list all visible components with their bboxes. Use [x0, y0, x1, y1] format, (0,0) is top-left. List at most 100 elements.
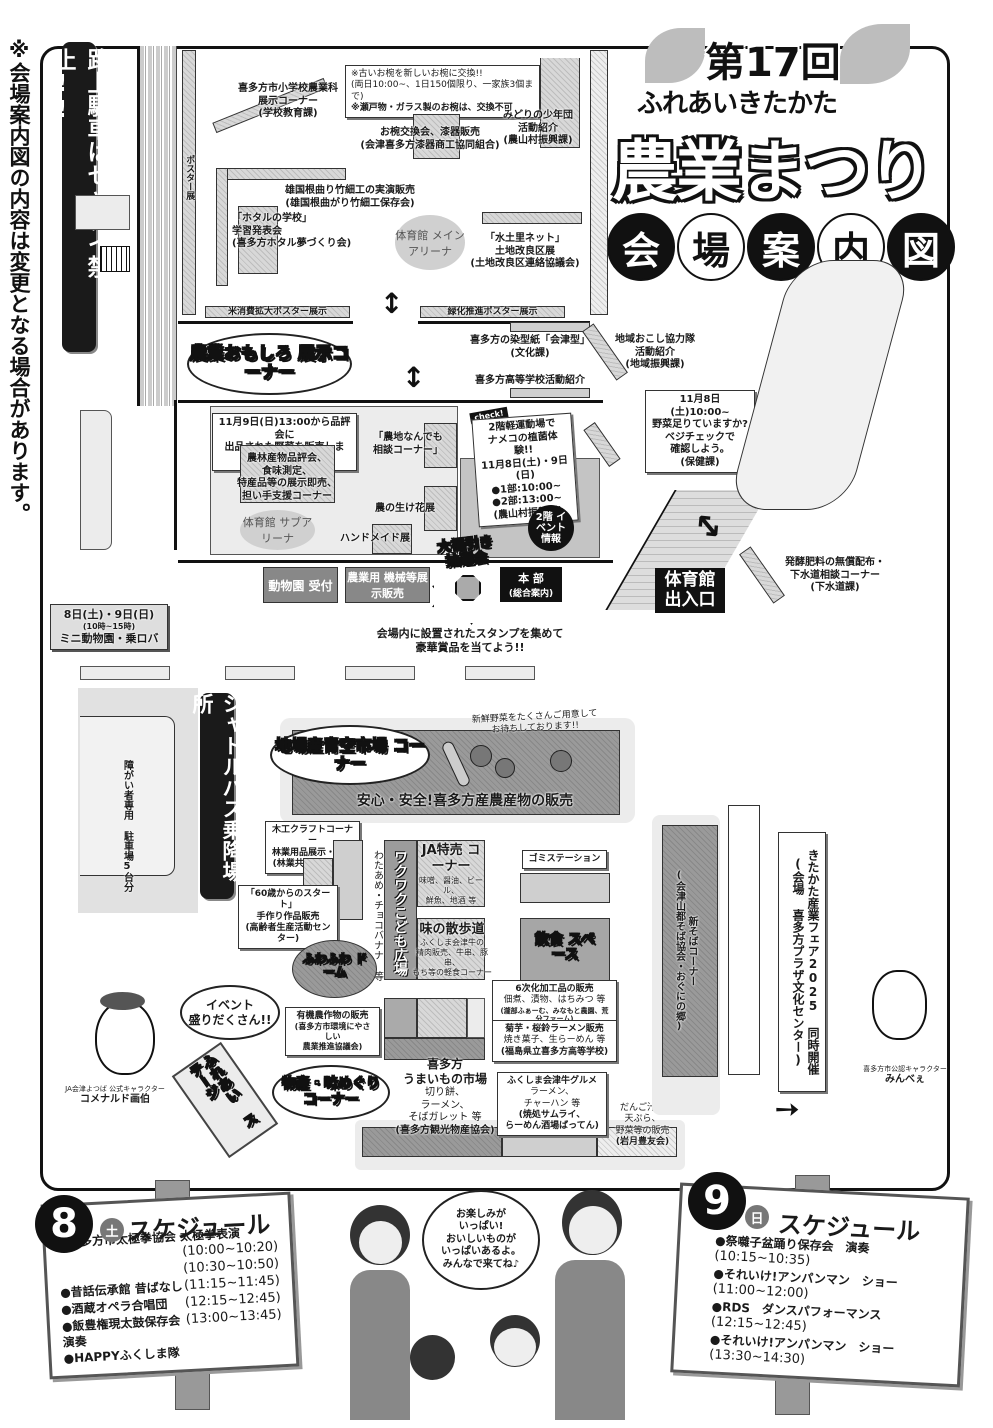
title-char: 案	[747, 213, 815, 281]
fuwafuwa-dome	[292, 940, 377, 998]
local-products-cloud: 物産・味めぐり コーナー	[272, 1065, 390, 1120]
main-arena-label: 体育館 メイン アリーナ	[395, 215, 465, 270]
bowl-exchange-booth: お椀交換会、漆器販売 (会津喜多方漆器商工協同組合)	[360, 127, 500, 151]
organic-box	[384, 998, 417, 1038]
venue-change-notice: ※会場案内図の内容は変更となる場合があります。	[7, 38, 32, 524]
over60-box	[333, 840, 363, 920]
fair-path	[728, 805, 760, 1075]
aizu-gourmet-booth: ふくしま会津牛グルメ ラーメン、 チャーハン 等 (焼処サムライ、 らーめん酒場…	[497, 1072, 607, 1137]
no-parking-banner: 路上駐車はゼッタイ禁止!!	[49, 42, 109, 352]
fuwafuwa-dome-label: ふわふわ ドーム	[302, 952, 368, 980]
parking-grid	[100, 246, 130, 272]
sub-arena-label: 体育館 サブアリーナ	[240, 510, 315, 550]
walk-arrow-icon: ↕	[402, 361, 426, 394]
machinery-exhibit: 農業用 機械等展示販売	[345, 567, 430, 603]
gym-entrance: 体育館 出入口	[655, 568, 725, 614]
ramen-booth: 菊芋・桜鈴ラーメン販売 焼き菓子、生らーめん 等 (福島県立喜多方高等学校)	[492, 1020, 617, 1062]
schedule-day9-weekday: 日	[745, 1205, 769, 1229]
divider-line	[178, 400, 603, 403]
consult-booth-box	[424, 423, 457, 468]
water-booth: 「水土里ネット」 土地改良区展 (土地改良区連絡協議会)	[470, 233, 580, 269]
garbage-station	[520, 873, 610, 903]
parking-area-mid	[80, 410, 112, 550]
sixth-box	[417, 998, 467, 1038]
schedule-day8-number: 8	[35, 1195, 93, 1253]
bowl-booth	[413, 114, 460, 159]
edition-title: 第17回	[705, 40, 841, 86]
komenard-mascot	[95, 1000, 155, 1075]
highschool-booth-box	[510, 388, 590, 398]
family-illustration	[330, 1185, 660, 1425]
schedule-day9-number: 9	[688, 1172, 746, 1230]
walk-arrow-icon: ↕	[380, 287, 404, 320]
minbee-caption: 喜多方市公認キャラクター みんべぇ	[863, 1065, 947, 1085]
ikebana-booth: 農の生け花展	[375, 503, 435, 514]
school-agri-booth: 喜多方市小学校農業科 展示コーナー (学校教育課)	[238, 83, 338, 119]
corridor-title-cloud: 農業おもしろ 展示コーナー	[187, 333, 352, 395]
minbee-mascot	[872, 970, 927, 1040]
divider-line	[418, 321, 590, 324]
title-char: 場	[677, 213, 745, 281]
produce-booth-box	[240, 445, 335, 503]
garbage-station-label: ゴミステーション	[522, 850, 607, 870]
sign-post	[775, 1375, 810, 1415]
sign-post	[175, 1370, 210, 1410]
booth-bar	[216, 168, 346, 180]
umaimono-box	[384, 1038, 485, 1060]
ramen-box	[467, 998, 485, 1038]
main-arena-wall	[590, 50, 608, 315]
produce-booth: 農林産物品評会、 食味測定、 特産品等の展示即売、 担い手支援コーナー	[237, 453, 337, 502]
fertilizer-booth: 発酵肥料の無償配布・ 下水道相談コーナー (下水道課)	[785, 557, 885, 593]
road-marking	[345, 666, 415, 680]
firefly-booth: 「ホタルの学校」 学習発表会 (喜多方ホタル夢づくり会)	[232, 213, 352, 249]
title-char: 会	[607, 213, 675, 281]
zoo-reception: 動物園 受付	[263, 567, 338, 603]
dye-booth: 喜多方の染型紙「会津型」 (文化課)	[470, 335, 590, 359]
vegetable-illustration	[440, 739, 600, 790]
soba-corner-label: 新そばコーナー (会津山都そば協会・おぐにの郷)	[673, 870, 698, 1032]
handmade-booth-box	[372, 524, 412, 554]
poster-exhibit-label: ポスター展	[184, 155, 195, 200]
kids-area	[384, 840, 417, 980]
divider-line	[178, 321, 353, 324]
soba-corner	[662, 825, 718, 1077]
dye-booth-box	[510, 322, 590, 332]
road-marking	[225, 666, 295, 680]
umaimono-stall	[362, 1127, 502, 1157]
venue-map-title: 会 場 案 内 図	[607, 213, 955, 281]
firefly-booth-box	[238, 206, 278, 274]
map-frame	[40, 46, 950, 1191]
event-2f-info: 2階 イベント 情報	[528, 505, 574, 551]
booth-bar	[540, 58, 580, 148]
family-speech-bubble: お楽しみが いっぱい! おいしいものが いっぱいあるよ。 みんなで来てね♪	[422, 1190, 540, 1290]
festival-title: 農業まつり	[612, 133, 934, 210]
stamp-rally: 会場内に設置されたスタンプを集めて 豪華賞品を当てよう!!	[376, 627, 564, 654]
ja-booth-box	[417, 840, 485, 907]
dining-space-label: 飲食 スペース	[535, 932, 596, 964]
road-marking	[465, 666, 535, 680]
booth-bar	[216, 168, 228, 286]
ja-booth: JA特売 コーナー 味噌、醤油、ビール、 鮮魚、地酒 等	[419, 843, 483, 905]
road-lower	[137, 400, 177, 550]
rice-poster-exhibit: 米消費拡大ポスター展示	[205, 306, 350, 318]
market-banner: 安心・安全!喜多方産農産物の販売	[356, 793, 574, 809]
dango-booth: だんご汁、 天ぷら、 野菜等の販売 (岩月豊友会)	[615, 1103, 670, 1147]
parking-area-top	[75, 195, 130, 230]
kids-area-sub: わたあめ・チョコバナナ 等	[371, 850, 383, 981]
mini-zoo: 8日(土)・9日(日) (10時~15時) ミニ動物園・乗ロバ	[50, 604, 168, 650]
schedule-day8-list: ●喜多方市太極拳協会 太極拳表演 (10:00~10:20) (10:30~10…	[57, 1226, 283, 1366]
ikebana-booth-box	[424, 486, 457, 531]
handicap-parking	[80, 716, 175, 876]
komenard-caption: JA会津よつば 公式キャラクター コメナルド画伯	[65, 1085, 165, 1105]
industry-fair-notice: きたかた産業フェア2025 同時開催 (会場 喜多方プラザ文化センター)	[778, 832, 826, 1092]
bowl-exchange-note: ※古いお椀を新しいお椀に交換!! (両日10:00~、1日150個限り、一家族3…	[345, 65, 540, 118]
dango-stall	[597, 1127, 677, 1157]
consult-booth: 「農地なんでも 相談コーナー」	[373, 432, 443, 456]
kids-area-title: ワクワクこども広場	[392, 850, 408, 976]
water-booth-box	[482, 212, 582, 224]
beret-icon	[100, 992, 145, 1010]
schedule-day8-weekday: 土	[100, 1218, 124, 1242]
handicap-parking-label: 障がい者専用 駐車場5台分	[121, 760, 133, 892]
road	[137, 46, 177, 406]
event-cloud: イベント 盛りだくさん!!	[180, 985, 280, 1040]
